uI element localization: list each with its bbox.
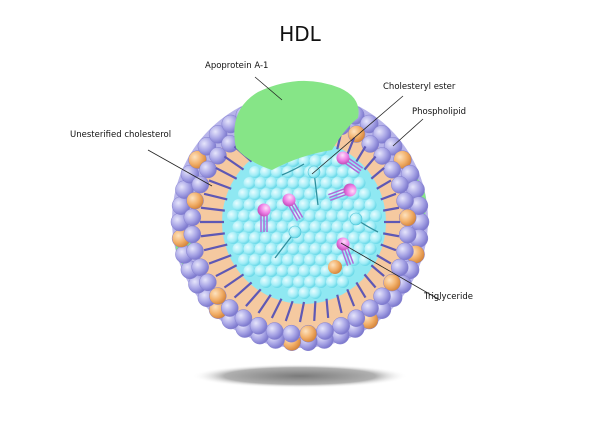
leader-lines <box>147 76 441 301</box>
label-unesterified-cholesterol: Unesterified cholesterol <box>70 130 172 140</box>
apoprotein-a1 <box>234 80 359 170</box>
drop-shadow <box>192 364 408 388</box>
cholesterol-in-core <box>328 260 342 274</box>
label-apoprotein-a1: Apoprotein A-1 <box>205 61 269 71</box>
triglyceride-molecules <box>257 151 364 266</box>
label-cholesteryl-ester: Cholesteryl ester <box>383 82 456 92</box>
label-phospholipid: Phospholipid <box>412 107 467 117</box>
diagram-title: HDL <box>279 22 321 46</box>
label-triglyceride: Triglyceride <box>424 292 473 302</box>
